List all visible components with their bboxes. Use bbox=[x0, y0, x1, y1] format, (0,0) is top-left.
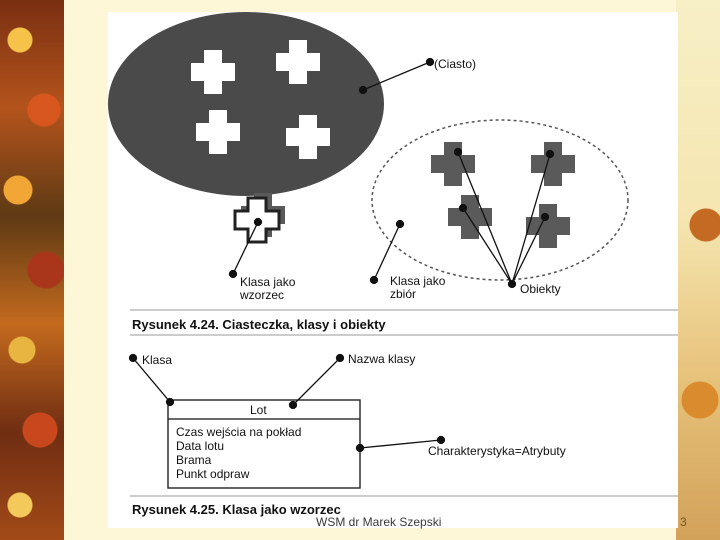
figure-drawing: (Ciasto) Klasa jako wzorzec Klasa jako z… bbox=[108, 12, 678, 517]
class-name: Lot bbox=[250, 403, 267, 417]
decorative-right-strip bbox=[676, 0, 720, 540]
attribute-3: Brama bbox=[176, 453, 212, 467]
label-obiekty: Obiekty bbox=[520, 282, 561, 296]
label-klasa-wzorzec-line2: wzorzec bbox=[239, 288, 284, 302]
caption-figure-4-25: Rysunek 4.25. Klasa jako wzorzec bbox=[132, 502, 341, 517]
object-cross bbox=[431, 142, 475, 186]
cookie-cutter-icon bbox=[233, 193, 285, 244]
label-klasa-zbior-line2: zbiór bbox=[390, 287, 416, 301]
class-box bbox=[167, 399, 361, 489]
footer-author: WSM dr Marek Szepski bbox=[316, 515, 442, 529]
class-set-ellipse bbox=[371, 119, 629, 281]
scanned-figure: (Ciasto) Klasa jako wzorzec Klasa jako z… bbox=[108, 12, 678, 528]
label-klasa-zbior-line1: Klasa jako bbox=[390, 274, 446, 288]
attribute-4: Punkt odpraw bbox=[176, 467, 250, 481]
leader-lines-bottom bbox=[128, 353, 446, 453]
dough-ellipse bbox=[108, 12, 384, 196]
object-cross bbox=[448, 195, 492, 239]
object-cross bbox=[531, 142, 575, 186]
label-ciasto: (Ciasto) bbox=[434, 57, 476, 71]
page-number: 3 bbox=[680, 515, 687, 529]
leader-lines-top bbox=[228, 57, 555, 289]
label-klasa: Klasa bbox=[142, 353, 172, 367]
attribute-1: Czas wejścia na pokład bbox=[176, 425, 301, 439]
label-nazwa-klasy: Nazwa klasy bbox=[348, 352, 415, 366]
label-klasa-wzorzec-line1: Klasa jako bbox=[240, 275, 296, 289]
attribute-2: Data lotu bbox=[176, 439, 224, 453]
label-charakterystyka: Charakterystyka=Atrybuty bbox=[428, 444, 566, 458]
decorative-left-strip bbox=[0, 0, 64, 540]
caption-figure-4-24: Rysunek 4.24. Ciasteczka, klasy i obiekt… bbox=[132, 317, 386, 332]
